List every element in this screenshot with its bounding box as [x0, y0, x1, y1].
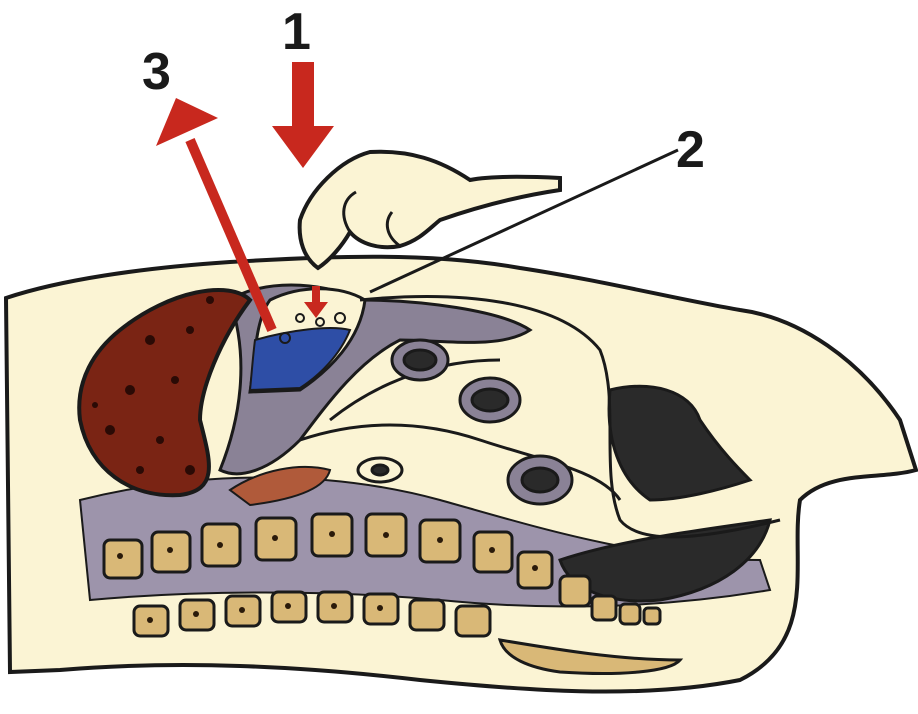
label-2: 2 — [676, 124, 705, 176]
pressing-hand-icon — [300, 152, 560, 268]
arrow-down-icon — [272, 62, 334, 168]
label-3: 3 — [142, 46, 171, 98]
label-1: 1 — [282, 6, 311, 58]
